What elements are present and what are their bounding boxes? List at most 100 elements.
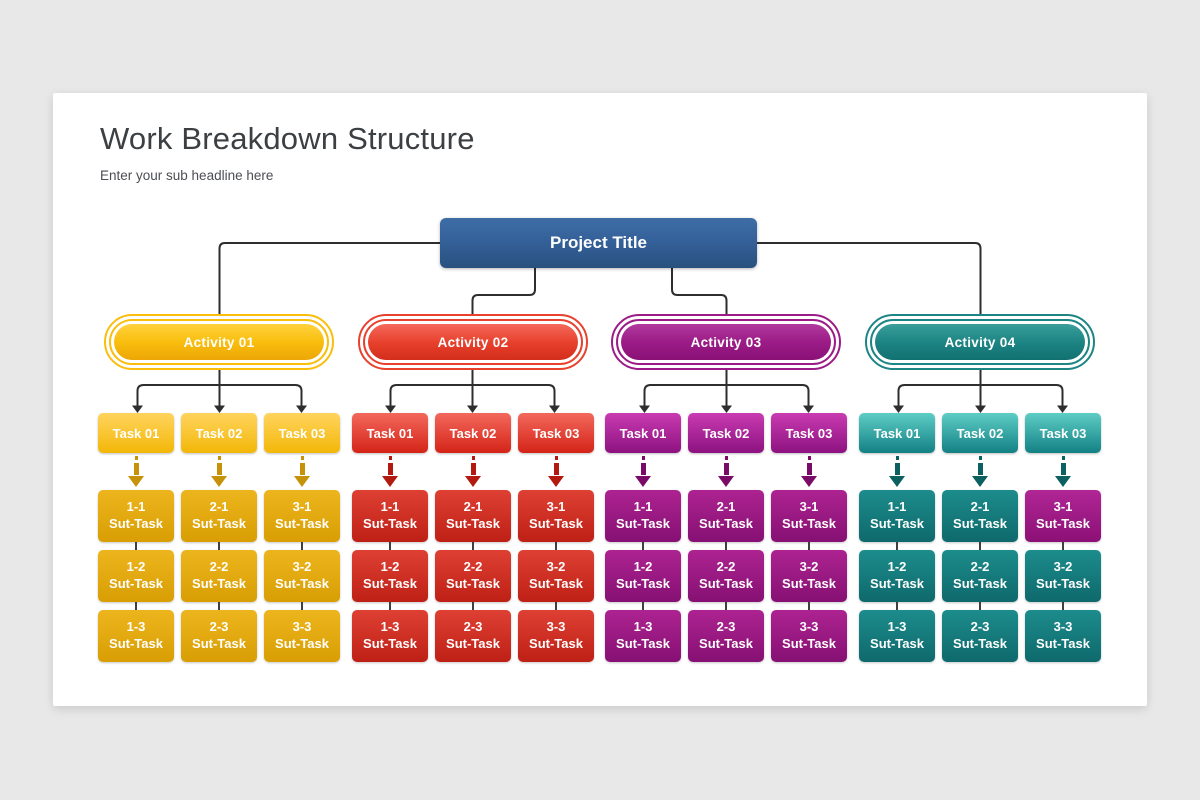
subtask-code: 2-2 [716, 559, 736, 575]
down-arrow-icon [128, 453, 144, 490]
down-arrow-icon [889, 453, 905, 490]
activity-4-pill-ring: Activity 04 [870, 319, 1090, 365]
subtask-code: 3-1 [292, 499, 312, 515]
task-box: Task 02 [181, 413, 257, 453]
subtask-label: Sut-Task [1036, 516, 1090, 531]
subtask-connector [472, 602, 474, 610]
subtask-connector [725, 602, 727, 610]
subtask-label: Sut-Task [192, 576, 246, 591]
down-arrow-icon [718, 453, 734, 490]
subtask-label: Sut-Task [616, 576, 670, 591]
task-box: Task 01 [352, 413, 428, 453]
subtask-code: 3-2 [799, 559, 819, 575]
subtask-label: Sut-Task [870, 576, 924, 591]
subtask-connector [979, 542, 981, 550]
subtask-label: Sut-Task [616, 516, 670, 531]
subtask-code: 3-2 [292, 559, 312, 575]
subtask-code: 1-2 [380, 559, 400, 575]
activity-2-pill: Activity 02 [358, 314, 588, 370]
down-arrow-icon [801, 453, 817, 490]
subtask-connector [135, 542, 137, 550]
activity-1-pill: Activity 01 [104, 314, 334, 370]
subtask-code: 2-3 [463, 619, 483, 635]
subtask-label: Sut-Task [275, 636, 329, 651]
activity-3-pill-ring: Activity 03 [616, 319, 836, 365]
connector-lines [132, 242, 1068, 413]
subtask-label: Sut-Task [953, 576, 1007, 591]
subtask-code: 3-3 [546, 619, 566, 635]
activity-3-label: Activity 03 [621, 324, 831, 360]
subtask-label: Sut-Task [363, 516, 417, 531]
subtask-code: 2-1 [209, 499, 229, 515]
subtask-label: Sut-Task [529, 576, 583, 591]
task-box: Task 01 [98, 413, 174, 453]
subtask-label: Sut-Task [363, 576, 417, 591]
down-arrow-icon [211, 453, 227, 490]
subtask-code: 2-2 [970, 559, 990, 575]
subtask-code: 1-3 [633, 619, 653, 635]
subtask-connector [389, 542, 391, 550]
activity-4-label: Activity 04 [875, 324, 1085, 360]
subtask-connector [1062, 602, 1064, 610]
subtask-label: Sut-Task [699, 636, 753, 651]
subtask-code: 2-2 [209, 559, 229, 575]
task-box: Task 01 [859, 413, 935, 453]
subtask-code: 2-1 [463, 499, 483, 515]
subtask-label: Sut-Task [699, 576, 753, 591]
activity-1-pill-ring: Activity 01 [109, 319, 329, 365]
subtask-label: Sut-Task [616, 636, 670, 651]
subtask-code: 3-2 [1053, 559, 1073, 575]
subtask-code: 1-1 [126, 499, 146, 515]
subtask-code: 1-1 [887, 499, 907, 515]
subtask-label: Sut-Task [870, 636, 924, 651]
subtask-code: 1-1 [380, 499, 400, 515]
subtask-code: 3-3 [1053, 619, 1073, 635]
subtask-label: Sut-Task [870, 516, 924, 531]
task-box: Task 03 [771, 413, 847, 453]
subtask-label: Sut-Task [699, 516, 753, 531]
subtask-connector [555, 602, 557, 610]
subtask-connector [808, 602, 810, 610]
subtask-connector [301, 542, 303, 550]
subtask-label: Sut-Task [446, 516, 500, 531]
subtask-label: Sut-Task [109, 576, 163, 591]
subtask-connector [642, 602, 644, 610]
subtask-connector [808, 542, 810, 550]
slide-header: Work Breakdown Structure Enter your sub … [100, 121, 475, 183]
project-title-box: Project Title [440, 218, 757, 268]
subtask-code: 2-1 [970, 499, 990, 515]
subtask-connector [725, 542, 727, 550]
subtask-code: 2-3 [209, 619, 229, 635]
subtask-connector [979, 602, 981, 610]
activity-1-label: Activity 01 [114, 324, 324, 360]
page-title: Work Breakdown Structure [100, 121, 475, 156]
